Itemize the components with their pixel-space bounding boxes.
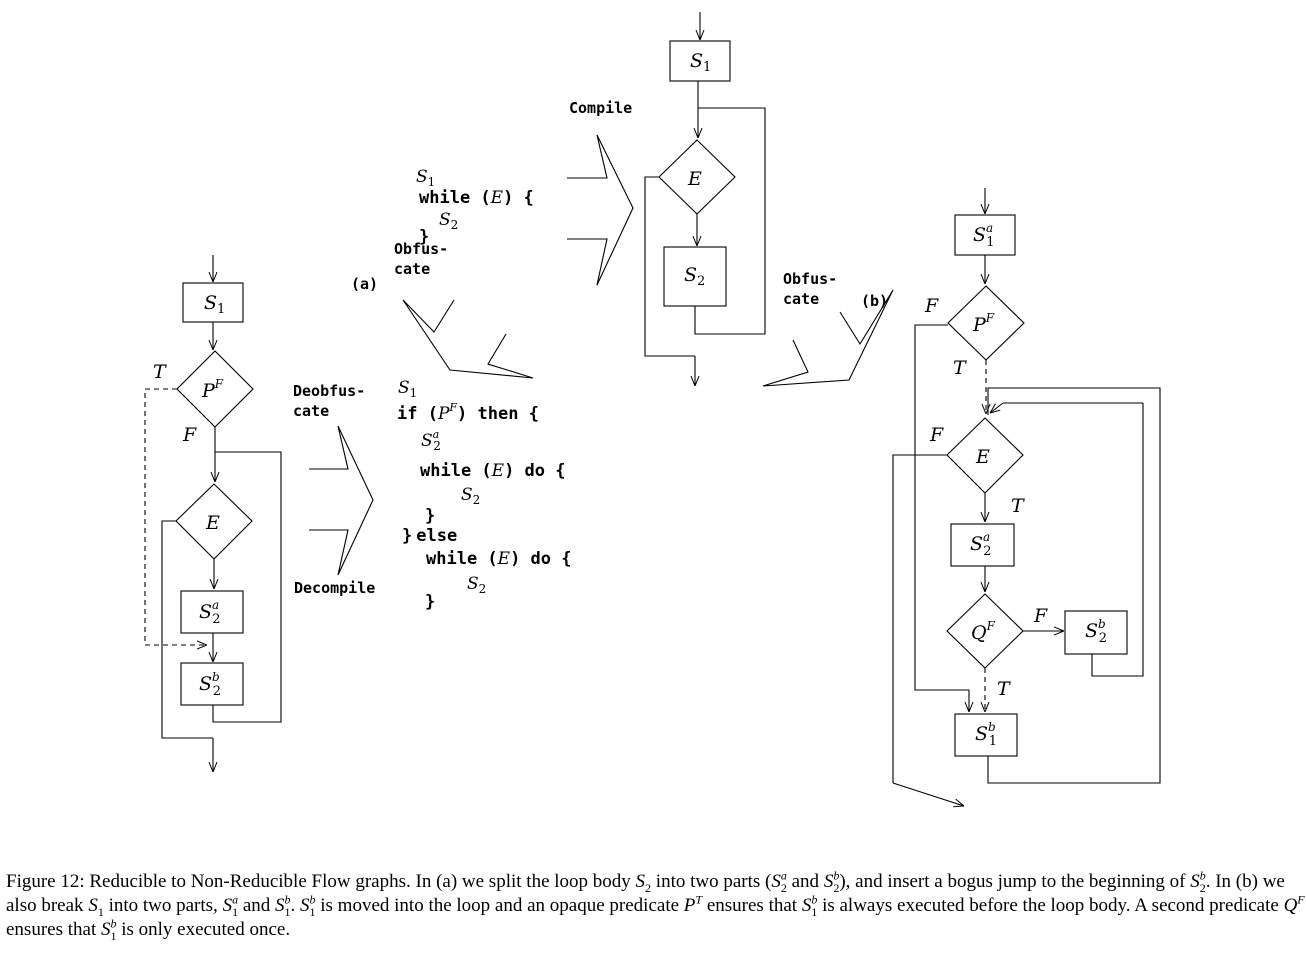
right-t3-label: T [997,678,1011,700]
code-mid-line-4: while (E) do { [420,461,566,481]
obfuscate-a-label: Obfus-cate [394,240,448,278]
obfuscate-b-label: Obfus-cate [783,270,837,308]
middle-flow-graph [644,12,766,386]
code-mid-line-2: if (PF) then { [397,401,539,424]
figure-caption: Figure 12: Reducible to Non-Reducible Fl… [6,868,1305,943]
code-mid-line-10: } [425,592,435,612]
left-s2b-box [180,662,244,706]
right-p-label: PF [972,311,995,336]
right-f1-label: F [924,295,939,317]
left-flow-graph [144,255,282,772]
right-s2a-box [950,523,1015,567]
code-top-line-2: while (E) { [419,188,534,208]
mark-a-label: (a) [351,275,378,293]
right-f2-label: F [929,424,944,446]
code-mid-line-5: S2 [461,485,480,507]
middle-e-label: E [687,168,702,190]
middle-s1-label: S1 [690,50,711,75]
code-top-line-3: S2 [439,210,458,232]
mark-b-label: (b) [861,292,888,310]
code-mid-line-6: } [425,506,435,526]
decompile-label: Decompile [294,579,375,597]
code-top-line-1: S1 [416,167,435,189]
code-mid-line-9: S2 [467,574,486,596]
left-s1-label: S1 [204,292,225,317]
deobfuscate-arrow [309,425,374,576]
middle-s2-label: S2 [684,264,705,289]
compile-label: Compile [569,99,632,117]
right-e-label: E [975,446,990,468]
code-top-line-4: } [419,227,429,247]
middle-s1-box [669,40,731,82]
compile-arrow [567,134,634,286]
right-s2b-box [1064,610,1128,655]
left-e-label: E [205,512,220,534]
left-f-label: F [182,424,197,446]
obfuscate-b-arrow [762,289,894,387]
left-s2a-box [180,590,244,634]
right-flow-graph [892,188,1161,806]
code-mid-line-1: S1 [398,378,417,400]
right-t1-label: T [953,357,967,379]
middle-s2-box [663,246,727,307]
right-t2-label: T [1011,495,1025,517]
left-p-label: PF [201,377,224,402]
left-t-label: T [153,361,167,383]
right-f3-label: F [1033,605,1048,627]
right-q-label: QF [971,619,996,644]
deobfuscate-label: Deobfus-cate [293,382,365,420]
obfuscate-a-arrow [402,299,534,379]
right-s1b-box [954,713,1018,757]
code-mid-line-7: }else [402,526,457,546]
code-mid-line-8: while (E) do { [426,549,572,569]
